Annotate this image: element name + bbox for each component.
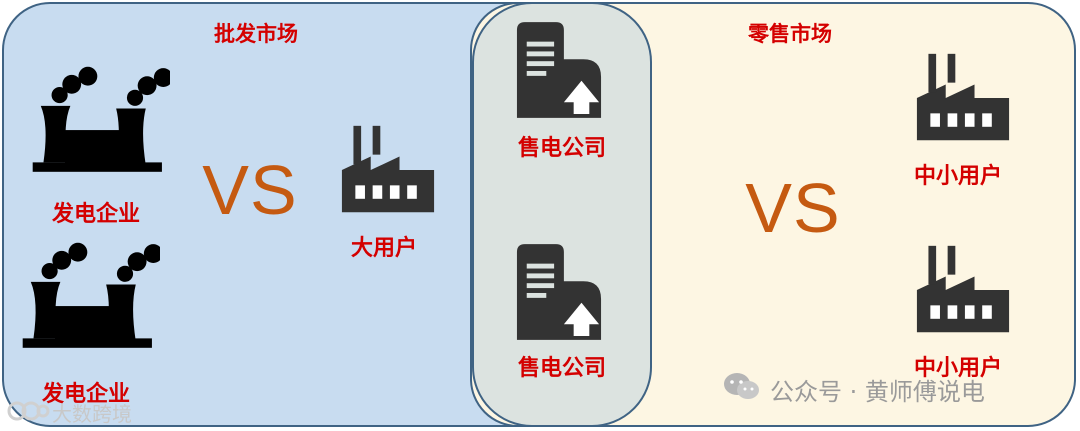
small-user-label-bottom: 中小用户: [913, 356, 1003, 381]
wechat-watermark: 公众号 · 黄师傅说电: [770, 378, 985, 406]
retailer-label-bottom: 售电公司: [517, 356, 607, 381]
generator-label-bottom: 发电企业: [41, 382, 131, 407]
small-user-label-top: 中小用户: [913, 164, 1003, 189]
factory-icon: [341, 125, 435, 213]
generator-label-top: 发电企业: [51, 202, 141, 227]
wholesale-market-title: 批发市场: [214, 22, 298, 46]
wechat-icon: [724, 373, 759, 399]
retail-vs-text: VS: [745, 169, 841, 247]
brand-logo-icon: [7, 401, 50, 421]
office-building-icon: [516, 244, 602, 340]
factory-icon: [916, 53, 1010, 141]
brand-watermark: 大数跨境: [52, 402, 132, 426]
big-user-label: 大用户: [350, 236, 418, 261]
power-plant-icon: [22, 242, 160, 348]
retail-market-title: 零售市场: [748, 22, 832, 46]
power-plant-icon: [32, 66, 170, 172]
retailer-label-top: 售电公司: [517, 136, 607, 161]
wholesale-vs-text: VS: [202, 151, 298, 229]
factory-icon: [916, 245, 1010, 333]
office-building-icon: [516, 22, 602, 118]
